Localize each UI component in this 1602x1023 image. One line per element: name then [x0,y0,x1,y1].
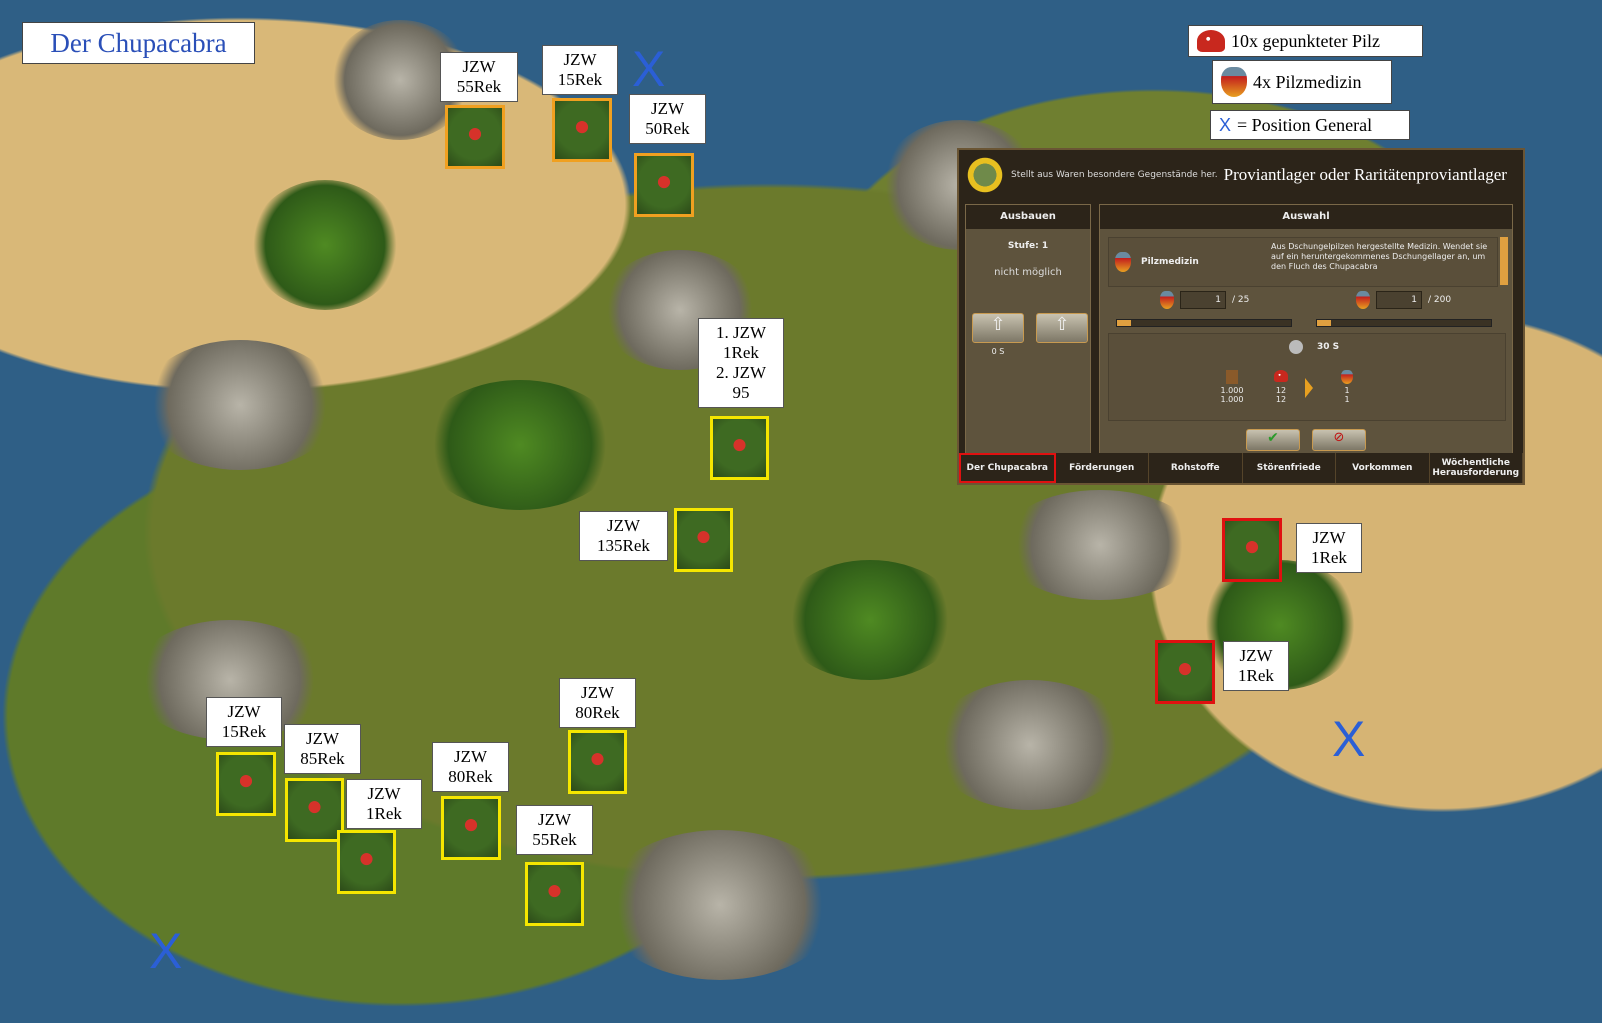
tab-vorkommen[interactable]: Vorkommen [1336,453,1430,483]
potion-icon [1115,252,1131,272]
potion-icon [1356,291,1370,309]
selection-panel: Auswahl Pilzmedizin Aus Dschungelpilzen … [1099,204,1513,456]
camp-marker[interactable] [710,416,769,480]
dialog-subtitle: Stellt aus Waren besondere Gegenstände h… [1011,170,1218,180]
tab-rohstoffe[interactable]: Rohstoffe [1149,453,1243,483]
general-position-marker[interactable]: X [632,41,666,97]
building-dialog: Stellt aus Waren besondere Gegenstände h… [957,148,1525,485]
forest [420,380,620,510]
selection-header: Auswahl [1100,205,1512,229]
camp-marker[interactable] [568,730,627,794]
item-row[interactable]: Pilzmedizin Aus Dschungelpilzen hergeste… [1108,237,1498,287]
item-name: Pilzmedizin [1141,257,1199,267]
rock-terrain [600,830,840,980]
tab-foerderungen[interactable]: Förderungen [1056,453,1149,483]
potion-icon [1341,370,1353,384]
camp-marker[interactable] [216,752,276,816]
upgrade-status: nicht möglich [994,267,1062,278]
camp-marker[interactable] [525,862,584,926]
rock-terrain [930,680,1130,810]
item-description: Aus Dschungelpilzen hergestellte Medizin… [1271,242,1488,271]
tab-stoerenfriede[interactable]: Störenfriede [1243,453,1336,483]
list-scrollbar[interactable] [1500,237,1508,285]
time-value: 30 S [1317,342,1340,352]
map-title: Der Chupacabra [22,22,255,64]
x-marker-icon: X [1219,114,1232,135]
rock-terrain [1000,490,1200,600]
mushroom-icon [1197,30,1225,52]
upgrade-rare-button[interactable]: ⇧ [1036,313,1088,343]
quantity-max-2: / 200 [1428,295,1452,305]
quantity-input-2[interactable]: 1 [1376,291,1422,309]
camp-marker[interactable] [337,830,396,894]
upgrade-panel: Ausbauen Stufe: 1 nicht möglich ⇧ ⇧ 0 S [965,204,1091,456]
legend-text: 10x gepunkteter Pilz [1231,30,1380,51]
camp-marker[interactable] [1155,640,1215,704]
upgrade-header: Ausbauen [966,205,1090,229]
clock-icon [1289,340,1303,354]
arrow-right-icon [1305,378,1313,398]
dialog-title: Proviantlager oder Raritätenproviantlage… [1223,165,1507,184]
camp-marker[interactable] [285,778,344,842]
legend-mushroom: 10x gepunkteter Pilz [1188,25,1423,57]
upgrade-time: 0 S [991,347,1005,356]
quantity-input[interactable]: 1 [1180,291,1226,309]
camp-marker[interactable] [634,153,694,217]
building-icon [965,155,1005,195]
forest [250,180,400,310]
camp-marker[interactable] [552,98,612,162]
legend-text: = Position General [1237,114,1373,135]
tab-der-chupacabra[interactable]: Der Chupacabra [959,453,1056,483]
legend-text: 4x Pilzmedizin [1253,71,1362,92]
general-position-marker[interactable]: X [1332,711,1366,767]
level-text: Stufe: 1 [1007,241,1049,251]
tab-woechentliche-herausforderung[interactable]: Wöchentliche Herausforderung [1430,453,1523,483]
potion-icon [1221,67,1247,97]
quantity-row-2: 1 / 200 [1356,291,1451,309]
quantity-slider-2[interactable] [1316,319,1492,327]
legend-potion: 4x Pilzmedizin [1212,60,1392,104]
legend-general: X= Position General [1210,110,1410,140]
dialog-tabs: Der Chupacabra Förderungen Rohstoffe Stö… [959,453,1523,483]
dialog-header: Stellt aus Waren besondere Gegenstände h… [959,150,1523,200]
forest [780,560,960,680]
quantity-row: 1 / 25 [1160,291,1249,309]
camp-marker[interactable] [1222,518,1282,582]
general-position-marker[interactable]: X [149,923,183,979]
potion-icon [1160,291,1174,309]
camp-marker[interactable] [445,105,505,169]
camp-marker[interactable] [441,796,501,860]
confirm-button[interactable]: ✔ [1246,429,1300,451]
production-time: 30 S [1289,340,1339,354]
water-bucket-icon [1226,370,1238,384]
cancel-button[interactable]: ⊘ [1312,429,1366,451]
mushroom-icon [1274,370,1288,382]
camp-marker[interactable] [674,508,733,572]
quantity-max: / 25 [1232,295,1250,305]
quantity-slider[interactable] [1116,319,1292,327]
upgrade-button[interactable]: ⇧ [972,313,1024,343]
rock-terrain [140,340,340,470]
